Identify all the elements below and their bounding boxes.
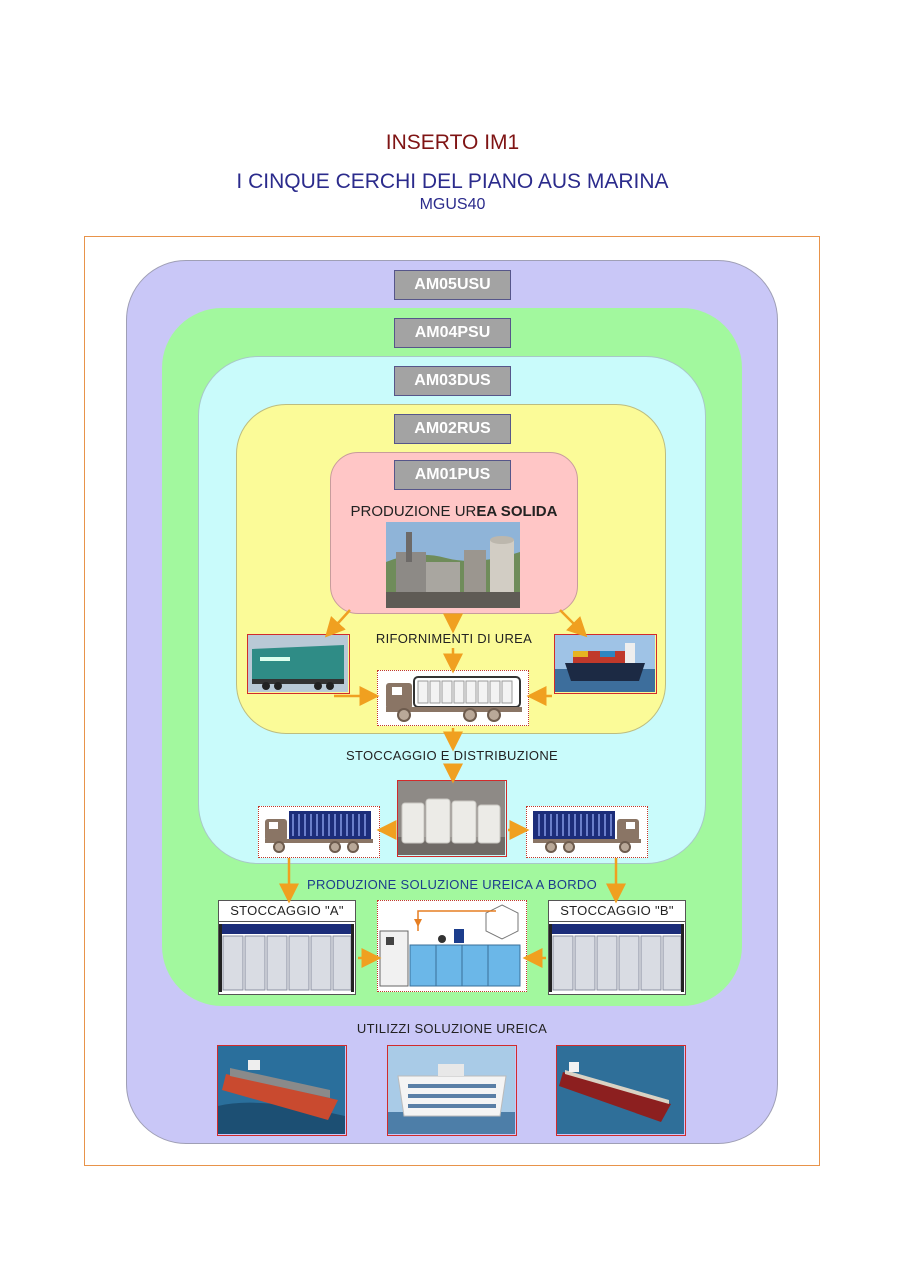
cruise-ship-use-photo-icon — [387, 1045, 517, 1136]
code-am04psu: AM04PSU — [394, 318, 511, 348]
code-am05usu: AM05USU — [394, 270, 511, 300]
label-onboard-production: PRODUZIONE SOLUZIONE UREICA A BORDO — [306, 877, 598, 892]
title-code: MGUS40 — [419, 196, 486, 213]
code-am02rus: AM02RUS — [394, 414, 511, 444]
label-production-part2: EA SOLIDA — [476, 503, 558, 520]
storage-b-box: STOCCAGGIO "B" — [548, 900, 686, 995]
code-am03dus: AM03DUS — [394, 366, 511, 396]
label-storage: STOCCAGGIO E DISTRIBUZIONE — [346, 748, 558, 763]
container-ship-photo-icon — [554, 634, 657, 694]
title-main: I CINQUE CERCHI DEL PIANO AUS MARINA — [236, 170, 669, 193]
storage-a-box: STOCCAGGIO "A" — [218, 900, 356, 995]
arrow-plant-to-train — [324, 609, 351, 638]
storage-a-containers-icon — [219, 924, 354, 992]
bulk-truck-icon — [377, 670, 529, 726]
label-uses: UTILIZZI SOLUZIONE UREICA — [356, 1021, 548, 1036]
code-am01pus: AM01PUS — [394, 460, 511, 490]
label-production: PRODUZIONE UREA SOLIDA — [330, 503, 578, 520]
label-supplies: RIFORNIMENTI DI UREA — [375, 631, 533, 646]
label-production-part1: PRODUZIONE UR — [350, 503, 477, 520]
container-truck-left-icon — [258, 806, 380, 858]
storage-a-label: STOCCAGGIO "A" — [219, 901, 355, 922]
railcar-photo-icon — [247, 634, 350, 694]
diagram-frame — [84, 236, 820, 1166]
arrow-plant-to-ship — [559, 609, 588, 638]
factory-photo-icon — [386, 522, 520, 608]
container-ship-use-photo-icon — [217, 1045, 347, 1136]
urea-mixing-unit-icon — [377, 900, 527, 992]
title-insert: INSERTO IM1 — [385, 131, 520, 154]
tanker-ship-use-photo-icon — [556, 1045, 686, 1136]
container-truck-right-icon — [526, 806, 648, 858]
storage-b-containers-icon — [549, 924, 684, 992]
big-bags-photo-icon — [397, 780, 507, 857]
storage-b-label: STOCCAGGIO "B" — [549, 901, 685, 922]
